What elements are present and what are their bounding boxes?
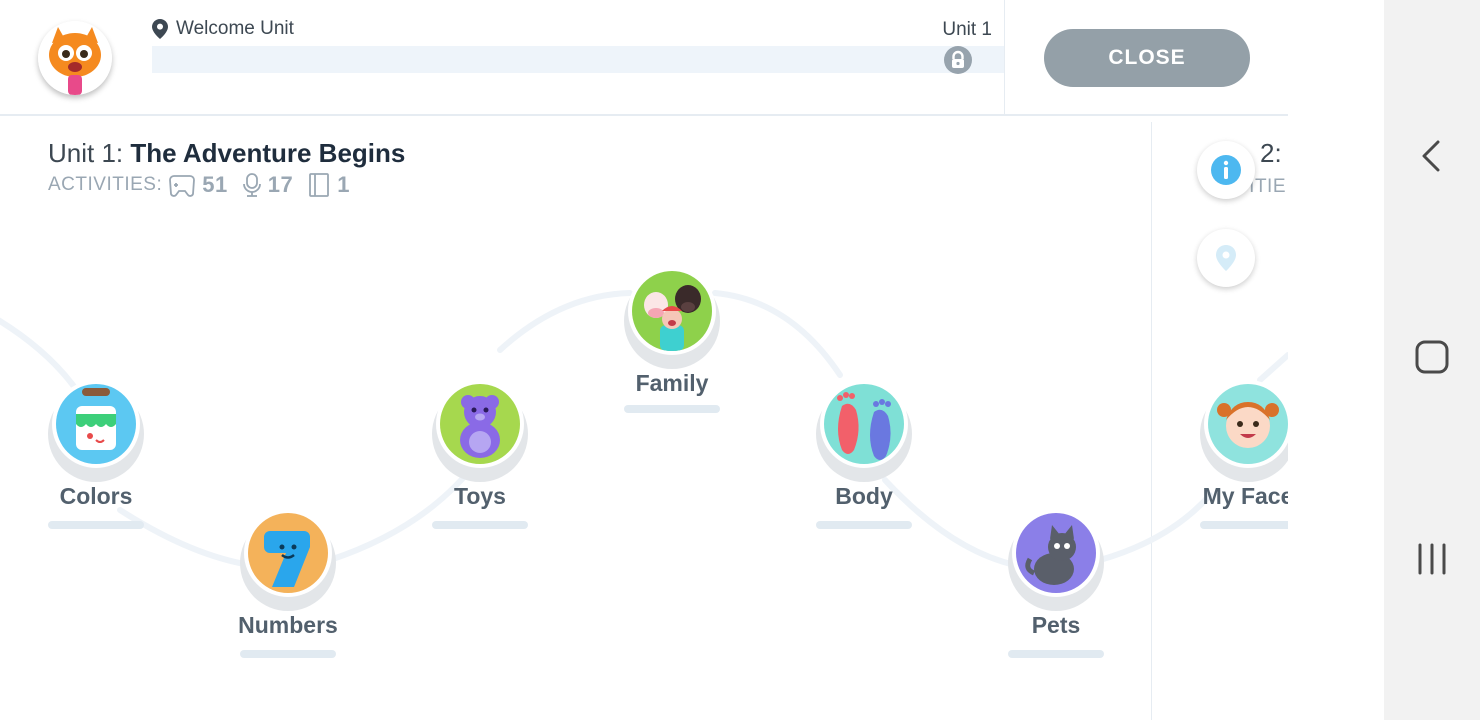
fox-avatar-icon: [38, 21, 112, 95]
book-icon: [309, 173, 330, 197]
location-pin-icon: [152, 19, 168, 39]
unit-title: Unit 1: The Adventure Begins: [48, 138, 405, 169]
node-label: Pets: [1031, 612, 1081, 638]
lesson-node-pets[interactable]: Pets: [1008, 509, 1104, 669]
node-label: Toys: [454, 483, 506, 509]
lesson-node-family[interactable]: Family: [624, 267, 720, 427]
unit-progress-bar: [152, 46, 1004, 73]
node-label: Numbers: [238, 612, 338, 638]
cat-icon: [1016, 513, 1096, 593]
unit2-title-fragment: 2:: [1260, 138, 1282, 168]
node-progress-bar: [816, 521, 912, 529]
family-icon: [632, 271, 712, 351]
speaking-count: 17: [267, 172, 294, 197]
node-progress-bar: [1200, 521, 1288, 529]
unit-title-name: The Adventure Begins: [130, 138, 406, 168]
locate-button[interactable]: [1197, 229, 1255, 287]
location-marker-icon: [1216, 245, 1236, 271]
gamepad-icon: [169, 175, 196, 197]
node-label: Colors: [59, 483, 133, 509]
unit-marker-label: Unit 1: [942, 19, 992, 40]
unit-title-prefix: Unit 1:: [48, 138, 124, 168]
games-count: 51: [202, 172, 228, 197]
lesson-node-toys[interactable]: Toys: [432, 380, 528, 540]
node-label: Family: [635, 370, 709, 396]
lock-icon: [944, 46, 972, 74]
node-progress-bar: [48, 521, 144, 529]
number-two-icon: [248, 513, 328, 593]
learning-path-screen: Welcome Unit Unit 1 CLOSE Unit 1: The Ad…: [0, 0, 1288, 720]
lesson-node-numbers[interactable]: Numbers: [238, 509, 338, 669]
back-icon[interactable]: [1420, 140, 1444, 172]
location-indicator: Welcome Unit: [152, 18, 294, 40]
node-label: My Face: [1202, 483, 1288, 509]
node-progress-bar: [1008, 650, 1104, 658]
microphone-icon: [242, 173, 261, 197]
location-label: Welcome Unit: [176, 18, 294, 39]
node-progress-bar: [624, 405, 720, 413]
footprints-icon: [824, 384, 904, 464]
close-button[interactable]: CLOSE: [1044, 29, 1250, 87]
lesson-node-my-face[interactable]: My Face: [1200, 380, 1288, 540]
activities-summary: ACTIVITIES: 51 17 1: [48, 172, 358, 198]
lesson-node-body[interactable]: Body: [816, 380, 912, 540]
girl-face-icon: [1208, 384, 1288, 464]
recent-apps-icon[interactable]: [1416, 542, 1448, 576]
teddy-bear-icon: [440, 384, 520, 464]
header-divider: [1004, 0, 1005, 114]
info-icon: [1211, 155, 1241, 185]
info-button[interactable]: [1197, 141, 1255, 199]
home-icon[interactable]: [1415, 340, 1449, 374]
profile-avatar[interactable]: [38, 21, 112, 95]
top-header: Welcome Unit Unit 1 CLOSE: [0, 0, 1288, 116]
learning-path-line: [0, 290, 1288, 568]
unit-divider: [1151, 122, 1152, 720]
system-navigation-bar: [1384, 0, 1480, 720]
node-progress-bar: [240, 650, 336, 658]
paint-bucket-icon: [56, 384, 136, 464]
books-count: 1: [337, 172, 350, 197]
node-label: Body: [835, 483, 893, 509]
activities-label: ACTIVITIES:: [48, 174, 163, 195]
lesson-node-colors[interactable]: Colors: [48, 380, 144, 540]
node-progress-bar: [432, 521, 528, 529]
